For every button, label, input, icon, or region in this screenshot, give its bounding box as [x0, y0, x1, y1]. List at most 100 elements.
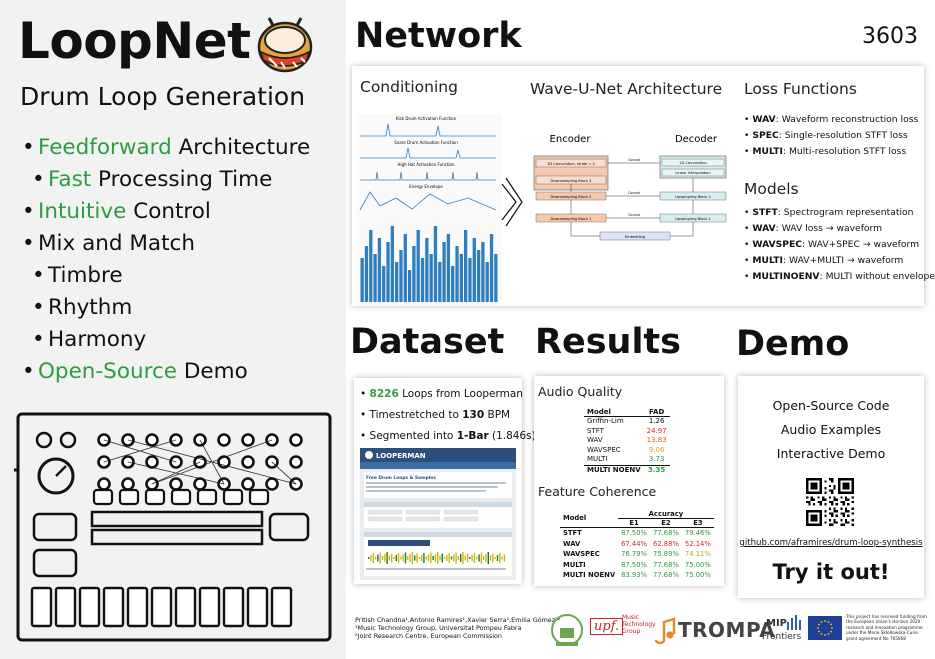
svg-text:1D Convolution, stride = 2: 1D Convolution, stride = 2 — [547, 162, 595, 166]
svg-text:Linear Interpolation: Linear Interpolation — [675, 171, 710, 175]
waveform-bar — [370, 555, 372, 561]
dataset-text: Segmented into — [369, 430, 457, 442]
machine-button — [170, 488, 192, 506]
qr-module — [844, 507, 848, 510]
qr-module — [840, 523, 843, 526]
qr-module — [831, 478, 834, 481]
conditioning-bar — [446, 234, 451, 302]
upf-logo: upf. — [590, 618, 624, 635]
waveform-bar — [503, 554, 506, 562]
qr-module — [833, 498, 836, 501]
dataset-text: Loops from Looperman — [398, 388, 523, 400]
eu-star — [830, 630, 832, 633]
fc-accuracy: 76.79% — [621, 550, 647, 558]
qr-module — [833, 519, 836, 522]
machine-knob — [97, 477, 111, 491]
aq-header-model: Model — [584, 408, 644, 417]
dataset-item: • 8226 Loops from Looperman — [360, 388, 523, 400]
machine-pad — [174, 586, 197, 628]
conditioning-bar — [390, 226, 394, 302]
waveform-bar — [386, 552, 388, 564]
qr-module — [840, 500, 843, 504]
conditioning-bar — [399, 250, 403, 302]
mini-label-energy: Energy Envelope — [409, 184, 443, 189]
qr-module — [840, 519, 843, 522]
conditioning-bar — [429, 254, 433, 302]
eu-star — [830, 623, 832, 626]
qr-code-icon[interactable] — [806, 478, 854, 526]
waveform-bar — [455, 552, 457, 564]
github-link[interactable]: github.com/aframires/drum-loop-synthesis — [739, 538, 923, 548]
waveform-bar — [480, 552, 483, 564]
highlight-text: Demo — [177, 359, 248, 384]
conditioning-bar — [455, 246, 459, 302]
highlight-accent: Open-Source — [38, 359, 178, 384]
conditioning-bar — [407, 270, 412, 302]
jrc-logo-icon — [551, 614, 583, 646]
highlight-text: Harmony — [48, 327, 147, 352]
highlight-text: Architecture — [171, 135, 311, 160]
highlight-item: •Timbre — [22, 260, 310, 292]
fc-accuracy: 87.50% — [621, 529, 647, 537]
aq-model: Griffin-Lim — [587, 417, 624, 425]
qr-module — [828, 478, 832, 481]
machine-pad — [246, 586, 269, 628]
dataset-text: Timestretched to — [369, 409, 463, 421]
demo-open-source[interactable]: Open-Source Code — [772, 398, 890, 413]
fc-header-model: Model — [563, 513, 587, 522]
table-row: Griffin-Lim 1.26 — [584, 417, 670, 427]
aq-model: MULTI NOENV — [584, 464, 644, 475]
poster-subtitle: Drum Loop Generation — [20, 82, 306, 111]
machine-knob — [289, 433, 303, 447]
conditioning-title: Conditioning — [360, 78, 458, 96]
demo-audio-examples[interactable]: Audio Examples — [780, 422, 882, 437]
waveform-bar — [483, 556, 485, 560]
eu-star — [820, 633, 823, 635]
qr-module — [833, 521, 836, 524]
waveform-bar — [462, 552, 464, 564]
waveform-bar — [427, 554, 430, 562]
qr-module — [828, 484, 832, 488]
highlights-list: •Feedforward Architecture•Fast Processin… — [22, 132, 310, 388]
machine-button — [118, 488, 140, 506]
bullet-dot: • — [22, 135, 35, 160]
mtg-logo: Music Technology Group — [622, 614, 656, 635]
dataset-count: 8226 — [369, 388, 399, 400]
qr-module — [844, 496, 848, 499]
conditioning-bar — [377, 238, 382, 302]
qr-module — [833, 487, 836, 490]
left-panel: LoopNet Drum Loop Generation •Feedforwar… — [0, 0, 346, 659]
qr-module — [828, 500, 832, 504]
waveform-bar — [391, 553, 393, 563]
qr-module — [833, 496, 836, 499]
list-item: • WAVSPEC: WAV+SPEC → waveform — [744, 239, 920, 250]
machine-wire — [271, 461, 297, 485]
machine-knob — [193, 477, 207, 491]
bullet-dot: • — [22, 199, 35, 224]
waveform-bar — [494, 557, 496, 559]
waveform-bar — [423, 553, 425, 563]
fc-accuracy: 77.68% — [653, 571, 679, 579]
bullet-dot: • — [32, 295, 45, 320]
qr-module — [824, 521, 827, 524]
qr-module — [847, 510, 850, 513]
drum-icon — [257, 17, 313, 73]
qr-module — [833, 507, 836, 510]
waveform-bar — [446, 555, 448, 561]
trompa-note-icon — [654, 617, 676, 645]
fc-accuracy: 67.44% — [621, 539, 647, 548]
qr-module — [851, 512, 854, 515]
demo-interactive[interactable]: Interactive Demo — [776, 446, 886, 461]
conditioning-bar — [420, 258, 425, 302]
aq-model: WAVSPEC — [587, 445, 621, 454]
eu-star — [820, 621, 823, 623]
aq-fad: 1.26 — [648, 417, 665, 425]
waveform-bar — [492, 553, 494, 563]
eu-star — [824, 634, 826, 636]
waveform-bar — [368, 557, 370, 559]
models-list: • STFT: Spectrogram representation• WAV:… — [744, 205, 935, 285]
qr-module — [835, 510, 838, 513]
qr-module — [831, 500, 834, 504]
